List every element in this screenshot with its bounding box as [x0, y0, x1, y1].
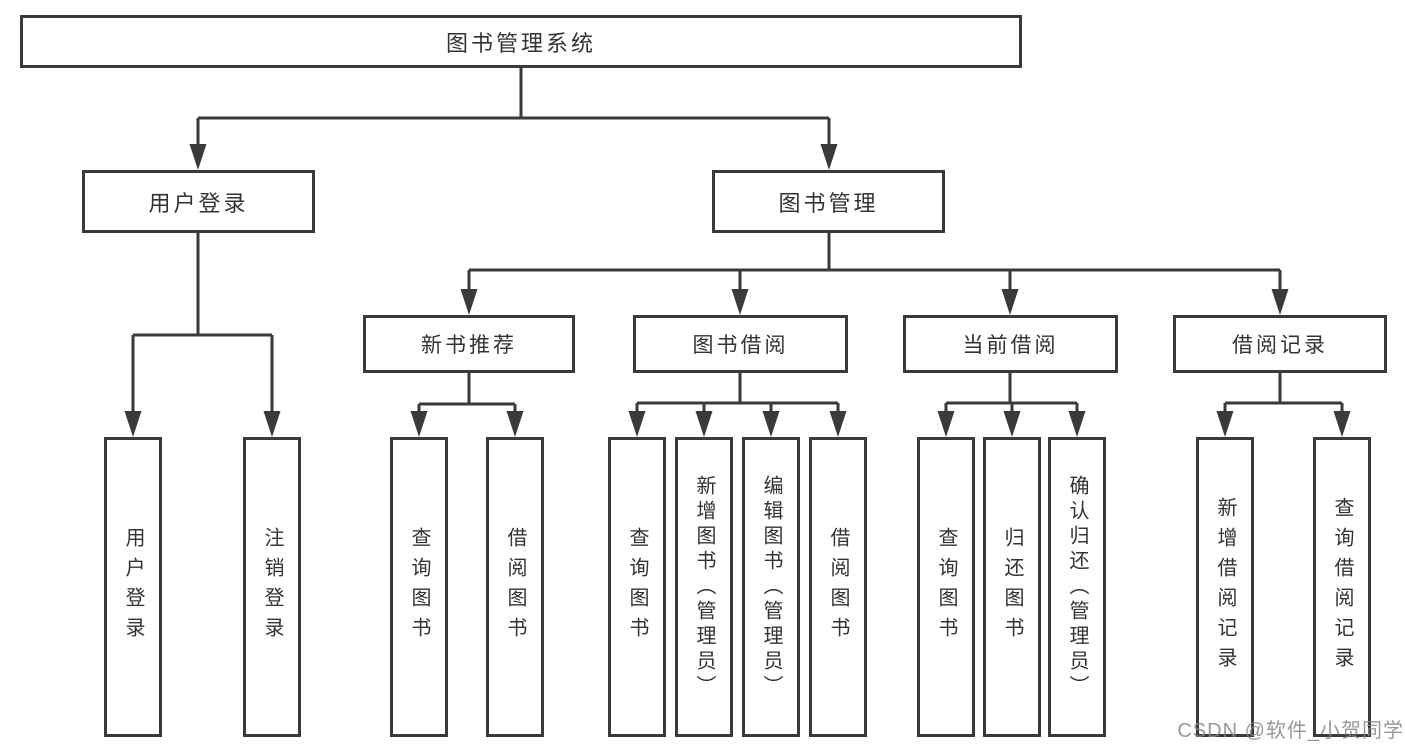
- node-label: 用户登录: [122, 527, 144, 647]
- node-label: 注销登录: [261, 527, 283, 647]
- leaf-query-books-recommend: 查询图书: [390, 437, 448, 737]
- node-label: 用户登录: [148, 190, 249, 216]
- leaf-query-books-borrow: 查询图书: [608, 437, 666, 737]
- leaf-borrow-books-recommend: 借阅图书: [486, 437, 544, 737]
- leaf-query-borrow-record: 查询借阅记录: [1313, 437, 1371, 737]
- node-label: 借阅图书: [504, 527, 526, 647]
- arrow-icon: [410, 411, 428, 437]
- node-label: 图书管理: [778, 190, 879, 216]
- leaf-return-books: 归还图书: [983, 437, 1041, 737]
- node-label: 归还图书: [1001, 527, 1023, 647]
- arrow-icon: [1068, 411, 1086, 437]
- arrow-icon: [1216, 411, 1234, 437]
- arrow-icon: [189, 144, 207, 170]
- node-label: 查询图书: [408, 527, 430, 647]
- arrow-icon: [460, 289, 478, 315]
- connector-records-to-leaves: [1223, 373, 1344, 420]
- node-label: 新增图书（管理员）: [693, 474, 715, 700]
- arrow-icon: [1003, 411, 1021, 437]
- node-label: 查询借阅记录: [1331, 497, 1353, 677]
- arrow-icon: [937, 411, 955, 437]
- connector-borrow-to-leaves: [635, 373, 840, 420]
- arrow-icon: [263, 411, 281, 437]
- node-user-login: 用户登录: [82, 170, 315, 233]
- leaf-add-borrow-record: 新增借阅记录: [1196, 437, 1254, 737]
- node-book-management: 图书管理: [712, 170, 945, 233]
- csdn-watermark: CSDN @软件_小贺同学: [1177, 720, 1404, 742]
- arrow-icon: [731, 289, 749, 315]
- leaf-edit-books-admin: 编辑图书（管理员）: [742, 437, 800, 737]
- arrow-icon: [124, 411, 142, 437]
- node-borrowing-records: 借阅记录: [1173, 315, 1387, 373]
- node-label: 借阅图书: [827, 527, 849, 647]
- node-book-borrowing: 图书借阅: [633, 315, 848, 373]
- node-label: 新书推荐: [421, 334, 517, 357]
- node-label: 确认归还（管理员）: [1066, 474, 1088, 700]
- arrow-icon: [1001, 289, 1019, 315]
- leaf-borrow-books: 借阅图书: [809, 437, 867, 737]
- leaf-query-books-current: 查询图书: [917, 437, 975, 737]
- leaf-confirm-return-admin: 确认归还（管理员）: [1048, 437, 1106, 737]
- leaf-user-login: 用户登录: [104, 437, 162, 737]
- leaf-logout: 注销登录: [243, 437, 301, 737]
- node-label: 查询图书: [935, 527, 957, 647]
- connector-root-to-level2: [196, 68, 831, 152]
- node-label: 新增借阅记录: [1214, 497, 1236, 677]
- connector-bookmgmt-to-level3: [467, 233, 1282, 298]
- connector-userlogin-to-leaves: [131, 233, 274, 420]
- arrow-icon: [762, 411, 780, 437]
- node-label: 图书管理系统: [445, 30, 596, 56]
- node-label: 图书借阅: [692, 334, 789, 357]
- connector-current-to-leaves: [944, 373, 1079, 420]
- arrow-icon: [506, 411, 524, 437]
- arrow-icon: [820, 144, 838, 170]
- arrow-icon: [1271, 289, 1289, 315]
- arrow-icon: [628, 411, 646, 437]
- arrow-icon: [1333, 411, 1351, 437]
- node-label: 查询图书: [626, 527, 648, 647]
- leaf-add-books-admin: 新增图书（管理员）: [675, 437, 733, 737]
- node-library-system-root: 图书管理系统: [20, 15, 1022, 68]
- connector-newbook-to-leaves: [417, 373, 517, 420]
- node-label: 编辑图书（管理员）: [760, 474, 782, 700]
- node-label: 当前借阅: [962, 334, 1059, 357]
- arrow-icon: [695, 411, 713, 437]
- node-new-book-recommendation: 新书推荐: [363, 315, 575, 373]
- node-current-borrowing: 当前借阅: [903, 315, 1118, 373]
- node-label: 借阅记录: [1232, 334, 1328, 357]
- arrow-icon: [829, 411, 847, 437]
